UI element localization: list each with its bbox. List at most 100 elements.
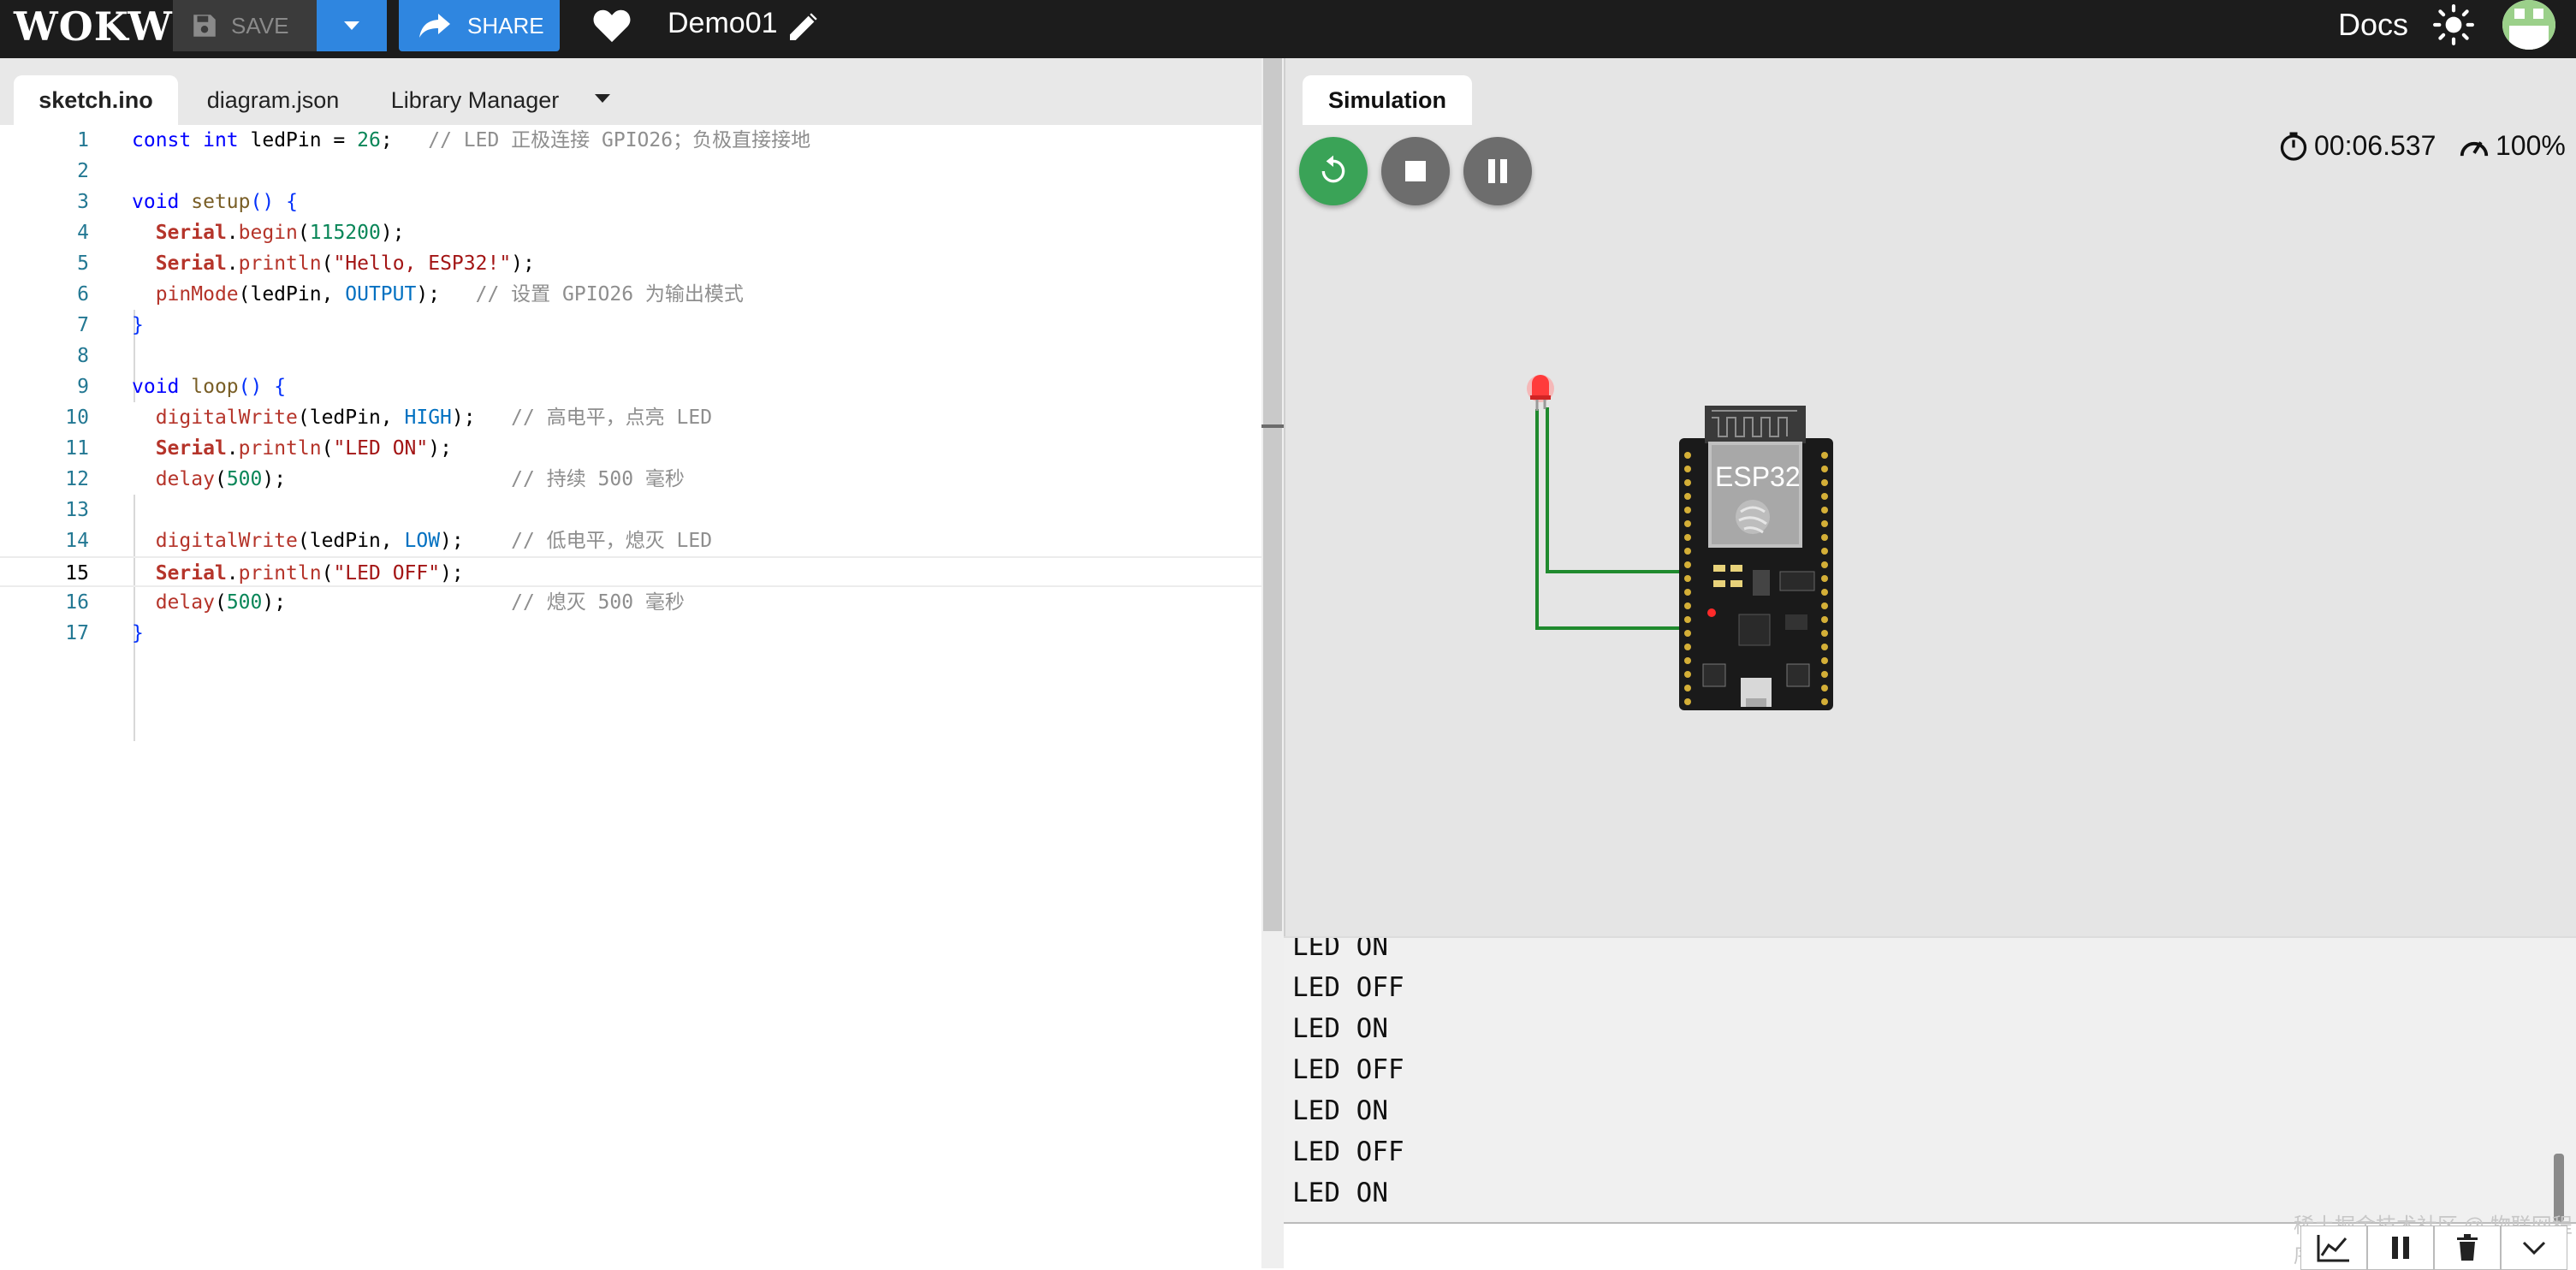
line-number: 3 (77, 191, 89, 213)
code-line: 9 void loop() { (0, 371, 1261, 402)
editor-scrollbar[interactable] (1261, 58, 1284, 1268)
esp32-board[interactable]: ESP32 (1679, 406, 1833, 710)
code-line: 10 digitalWrite(ledPin, HIGH); // 高电平，点亮… (0, 402, 1261, 433)
tab-simulation[interactable]: Simulation (1303, 75, 1472, 125)
simulation-tabs: Simulation (1285, 58, 2576, 125)
code-line: 13 (0, 495, 1261, 525)
line-number: 8 (77, 345, 89, 367)
code-line: 6 pinMode(ledPin, OUTPUT); // 设置 GPIO26 … (0, 279, 1261, 310)
line-number: 17 (65, 622, 89, 644)
serial-toolbar (2300, 1225, 2567, 1270)
code-line: 5 Serial.println("Hello, ESP32!"); (0, 248, 1261, 279)
simulation-timer: 00:06.537 (2278, 130, 2436, 162)
speed-value: 100% (2496, 130, 2566, 161)
speedometer-icon (2460, 140, 2489, 156)
code-line: 16 delay(500); // 熄灭 500 毫秒 (0, 587, 1261, 618)
clear-serial-button[interactable] (2434, 1225, 2501, 1270)
line-number: 6 (77, 283, 89, 306)
trash-icon (2457, 1234, 2478, 1261)
wokwi-logo[interactable]: WOKWI (14, 3, 193, 50)
plotter-button[interactable] (2300, 1225, 2367, 1270)
code-line: 11 Serial.println("LED ON"); (0, 433, 1261, 464)
code-line: 4 Serial.begin(115200); (0, 217, 1261, 248)
code-line-text: Serial.println("LED ON"); (155, 437, 452, 460)
serial-line: LED ON (1292, 936, 1388, 962)
pencil-icon (790, 13, 817, 40)
docs-link[interactable]: Docs (2338, 7, 2409, 42)
line-number: 11 (65, 437, 89, 460)
tab-library-manager[interactable]: Library Manager (390, 86, 560, 113)
indent-guide (134, 495, 135, 741)
pause-serial-button[interactable] (2367, 1225, 2434, 1270)
indent-guide (134, 310, 135, 402)
sun-icon (2433, 4, 2474, 45)
top-bar: WOKWI SAVE SHARE Demo01 Docs (0, 0, 2576, 58)
line-number: 1 (77, 129, 89, 151)
pause-simulation-button[interactable] (1463, 137, 1532, 205)
code-area[interactable]: 1 const int ledPin = 26; // LED 正极连接 GPI… (0, 125, 1261, 1268)
red-led[interactable] (1527, 375, 1554, 411)
code-line: 2 (0, 156, 1261, 187)
theme-toggle[interactable] (2432, 3, 2475, 50)
caret-down-icon (595, 94, 610, 103)
line-number: 9 (77, 376, 89, 398)
code-line-text: void loop() { (132, 376, 287, 398)
code-editor-panel: sketch.ino diagram.json Library Manager … (0, 58, 1284, 1268)
line-number: 14 (65, 530, 89, 552)
serial-line: LED ON (1292, 1178, 1388, 1208)
code-line-text: digitalWrite(ledPin, LOW); // 低电平，熄灭 LED (155, 530, 713, 552)
code-line-text: Serial.println("LED OFF"); (155, 562, 464, 585)
save-label: SAVE (231, 12, 289, 39)
like-button[interactable] (592, 7, 632, 49)
serial-monitor[interactable]: LED ON LED OFF LED ON LED OFF LED ON LED… (1284, 936, 2576, 1224)
robot-avatar-icon (2502, 0, 2555, 50)
editor-scrollbar-thumb[interactable] (1263, 58, 1282, 931)
code-line-text: Serial.println("Hello, ESP32!"); (155, 252, 535, 275)
code-line-current: 15 Serial.println("LED OFF"); (0, 556, 1261, 587)
serial-line: LED OFF (1292, 1136, 1404, 1167)
circuit-canvas[interactable]: ESP32 (1285, 212, 2576, 940)
project-name[interactable]: Demo01 (668, 7, 778, 39)
caret-down-icon (344, 21, 359, 30)
tab-diagram-json[interactable]: diagram.json (206, 86, 340, 113)
restart-simulation-button[interactable] (1299, 137, 1368, 205)
line-number: 16 (65, 591, 89, 614)
share-label: SHARE (467, 12, 544, 39)
line-number: 10 (65, 407, 89, 429)
line-number: 13 (65, 499, 89, 521)
code-line: 7 } (0, 310, 1261, 341)
serial-menu-button[interactable] (2501, 1225, 2567, 1270)
tab-sketch-ino[interactable]: sketch.ino (14, 75, 178, 125)
line-chart-icon (2317, 1235, 2349, 1262)
code-line-text: const int ledPin = 26; // LED 正极连接 GPIO2… (132, 129, 811, 151)
serial-scrollbar-thumb[interactable] (2554, 1154, 2564, 1222)
line-number: 7 (77, 314, 89, 336)
save-group: SAVE (173, 0, 387, 51)
timer-value: 00:06.537 (2314, 130, 2437, 161)
save-dropdown-button[interactable] (317, 0, 387, 51)
serial-line: LED ON (1292, 1095, 1388, 1126)
code-line-text: delay(500); // 持续 500 毫秒 (155, 468, 685, 490)
code-line: 3 void setup() { (0, 187, 1261, 217)
code-line: 8 (0, 341, 1261, 371)
editor-tabs: sketch.ino diagram.json Library Manager (0, 58, 1284, 125)
code-line: 1 const int ledPin = 26; // LED 正极连接 GPI… (0, 125, 1261, 156)
serial-line: LED OFF (1292, 1054, 1404, 1085)
share-button[interactable]: SHARE (399, 0, 560, 51)
stop-icon (1405, 161, 1426, 181)
code-line: 17 } (0, 618, 1261, 649)
rename-project-button[interactable] (786, 10, 820, 49)
simulation-speed: 100% (2458, 130, 2566, 162)
pause-icon (2392, 1237, 2409, 1259)
user-avatar[interactable] (2502, 0, 2555, 50)
wire-led-anode[interactable] (1546, 407, 1679, 573)
share-arrow-icon (419, 14, 450, 38)
stopwatch-icon (2280, 132, 2307, 161)
save-button[interactable]: SAVE (173, 0, 317, 51)
code-line-text: pinMode(ledPin, OUTPUT); // 设置 GPIO26 为输… (155, 283, 744, 306)
tab-menu-button[interactable] (594, 92, 611, 108)
stop-simulation-button[interactable] (1381, 137, 1450, 205)
line-number: 4 (77, 222, 89, 244)
wire-led-cathode[interactable] (1535, 409, 1679, 630)
line-number: 2 (77, 160, 89, 182)
